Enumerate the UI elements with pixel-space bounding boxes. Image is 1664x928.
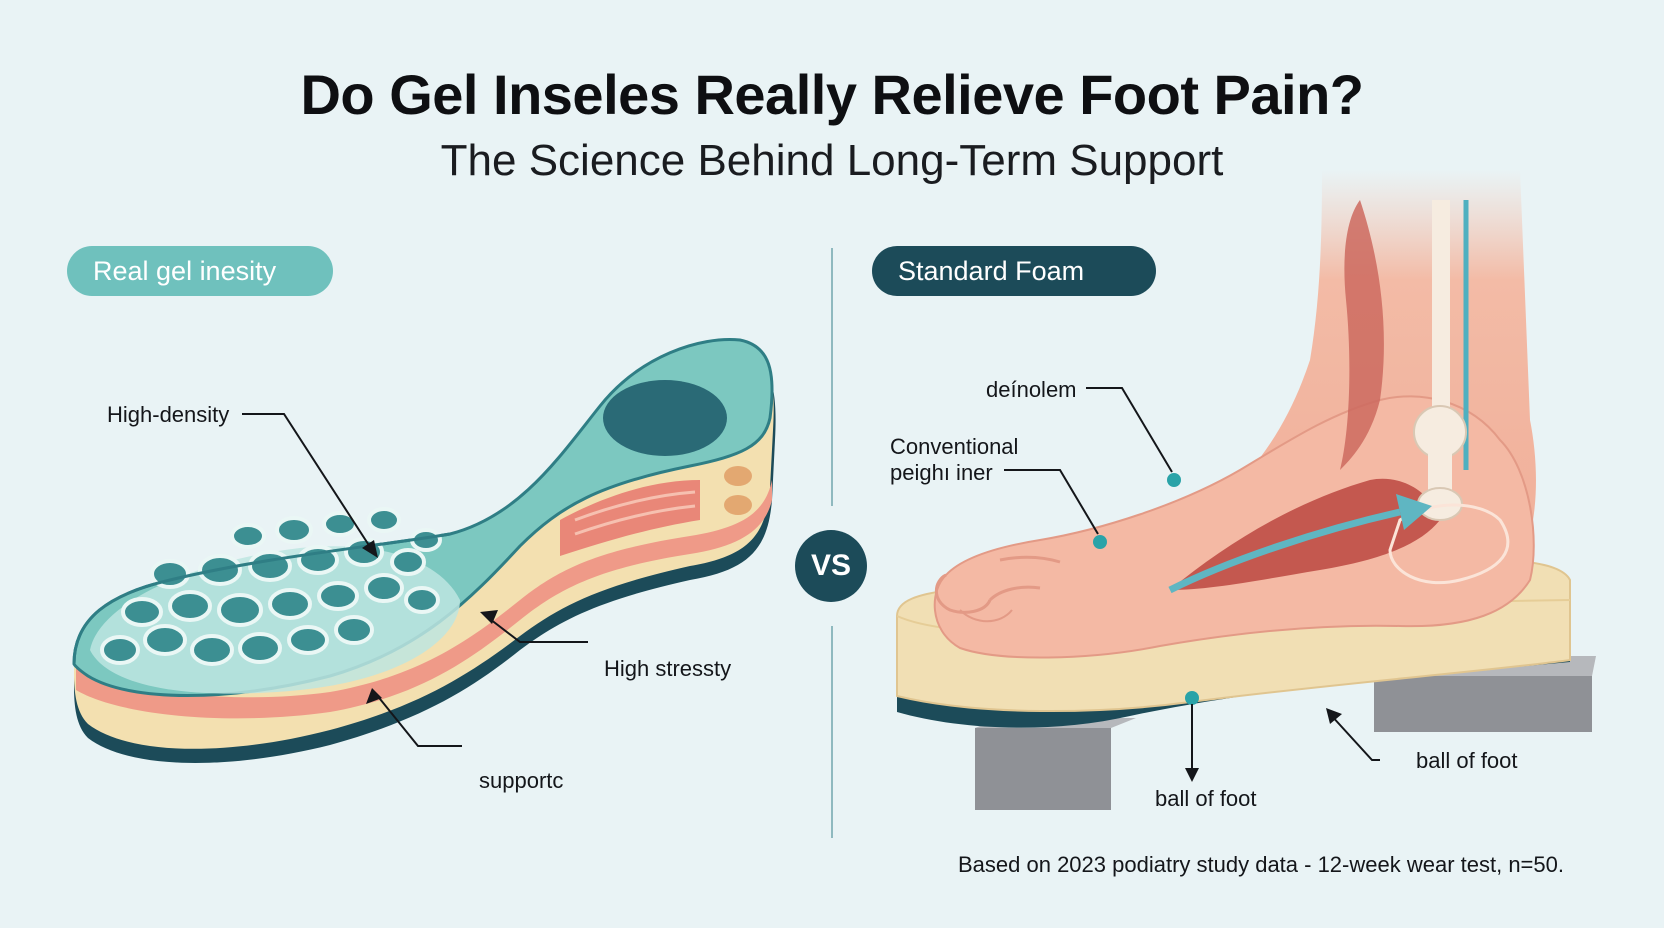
arrowhead [366,688,382,704]
divider-bottom [831,626,833,838]
gel-insole-illustration [72,338,776,763]
marker-dot [1167,473,1181,487]
left-leader-lines [242,413,588,747]
ankle-joint [1413,405,1467,459]
divider-top [831,248,833,506]
arrowhead [362,540,378,558]
calf-muscle [1340,200,1384,470]
force-arrow [1168,508,1401,594]
gel-insole-pill: Real gel inesity [67,246,333,296]
standard-foam-pill: Standard Foam [872,246,1156,296]
gel-cells [100,507,442,666]
label-high-stress: High stressty [604,656,732,681]
toes [934,555,1061,614]
arrowhead [1326,708,1342,724]
page-subtitle: The Science Behind Long-Term Support [440,136,1224,185]
arrowhead [1185,768,1199,782]
right-leader-lines [1004,387,1380,772]
floor-block-right [1374,676,1592,732]
heel-cup [603,380,727,456]
label-ball-of-foot-bottom: ball of foot [1155,786,1257,811]
label-peighi-iner: peighı iner [890,460,993,485]
vs-badge: VS [795,530,867,602]
foot-foam-illustration [896,170,1596,810]
label-ball-of-foot-right: ball of foot [1416,748,1518,773]
study-footnote: Based on 2023 podiatry study data - 12-w… [958,852,1564,877]
label-deinolem: deínolem [986,377,1077,402]
label-conventional: Conventional [890,434,1019,459]
foot [933,395,1535,659]
marker-dot [1093,535,1107,549]
page-title: Do Gel Inseles Really Relieve Foot Pain? [300,63,1364,126]
marker-dot [1185,691,1199,705]
arrowhead [480,610,498,624]
label-high-density: High-density [107,402,230,427]
floor-block-left [975,728,1111,810]
tibia-bone [1432,200,1450,420]
label-support: supportc [479,768,564,793]
